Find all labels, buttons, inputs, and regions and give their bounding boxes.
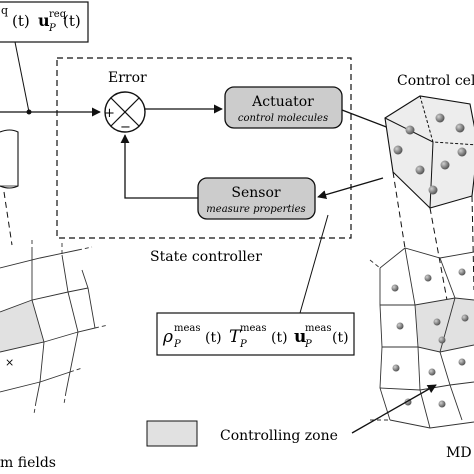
svg-text:(t): (t)	[332, 330, 349, 346]
control-cell	[384, 95, 474, 209]
required-state-arg: (t)	[12, 12, 30, 30]
projection-line-2	[429, 207, 448, 301]
projection-line-3	[471, 195, 474, 291]
svg-text:P: P	[173, 339, 181, 350]
cell-to-sensor-arrow	[317, 177, 384, 200]
required-state-lead-sup: q	[1, 4, 8, 17]
actuator-title: Actuator	[251, 94, 314, 110]
required-velocity-sub: P	[48, 23, 56, 34]
controlling-zone-swatch	[146, 420, 198, 447]
continuum-fields-label: m fields	[0, 455, 56, 471]
sensor-subtitle: measure properties	[206, 204, 305, 215]
svg-text:T: T	[229, 327, 242, 347]
svg-text:ρ: ρ	[162, 327, 173, 347]
input-junction-dot	[26, 109, 32, 115]
state-controller-label: State controller	[150, 249, 262, 265]
measured-temperature: T meas P (t)	[229, 323, 288, 350]
svg-text:meas: meas	[240, 323, 267, 334]
required-velocity-sup: req	[49, 9, 67, 20]
md-label: MD	[446, 445, 472, 461]
md-region	[369, 247, 474, 429]
controlling-zone-label: Controlling zone	[220, 428, 338, 444]
svg-text:(t): (t)	[205, 330, 222, 346]
svg-text:meas: meas	[174, 323, 201, 334]
measured-density: ρ meas P (t)	[162, 323, 222, 350]
formula-leader-line	[14, 41, 30, 113]
svg-text:meas: meas	[305, 323, 332, 334]
svg-text:P: P	[304, 339, 312, 350]
svg-text:u: u	[294, 327, 306, 347]
svg-text:(t): (t)	[271, 330, 288, 346]
projection-line-1	[392, 171, 406, 249]
control-cell-label: Control cell	[397, 73, 474, 89]
comparator-minus: −	[120, 120, 131, 135]
md-pointer-arrow	[351, 384, 437, 434]
error-label: Error	[108, 70, 147, 86]
actuator-box	[224, 86, 343, 129]
grid-cross-marker: ×	[5, 356, 14, 369]
required-state-box	[0, 1, 89, 43]
continuum-cylinder	[0, 129, 19, 189]
comparator-plus: +	[104, 106, 115, 121]
sensor-title: Sensor	[231, 185, 281, 201]
actuator-subtitle: control molecules	[238, 113, 328, 124]
required-velocity-symbol: u	[38, 11, 50, 30]
state-controller-frame	[56, 57, 352, 239]
measured-state-box	[156, 312, 355, 356]
comparator-icon	[104, 91, 146, 133]
measured-velocity: u meas P (t)	[294, 323, 349, 350]
feedback-arrow	[120, 134, 198, 199]
svg-text:P: P	[239, 339, 247, 350]
continuum-grid	[0, 240, 109, 415]
cylinder-projection-line	[3, 191, 13, 246]
required-velocity-arg: (t)	[63, 12, 81, 30]
sensor-leader-line	[299, 214, 329, 314]
